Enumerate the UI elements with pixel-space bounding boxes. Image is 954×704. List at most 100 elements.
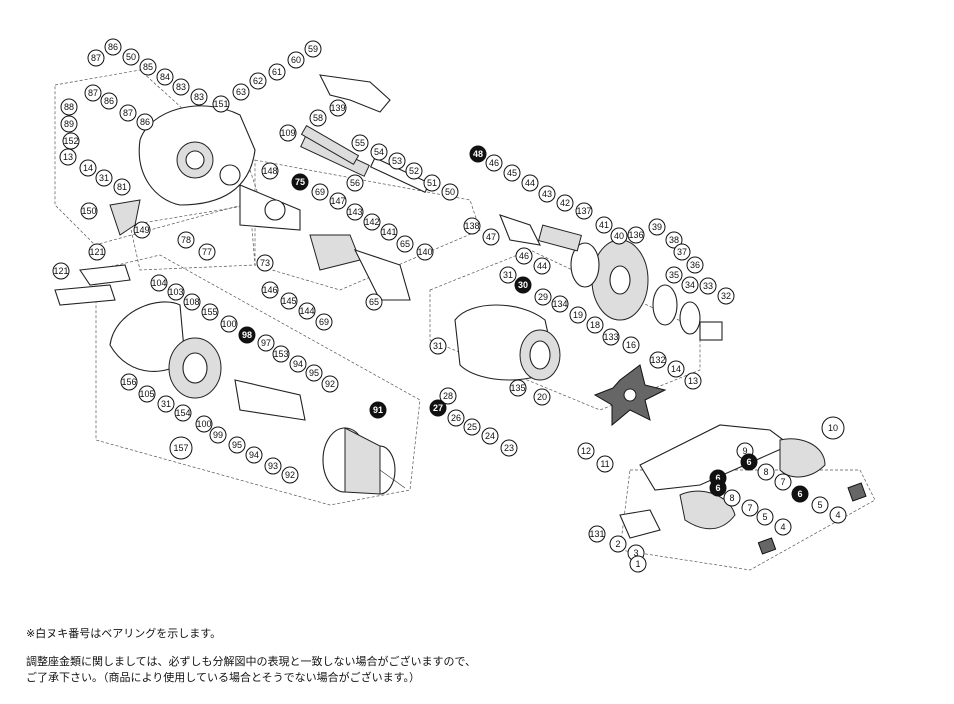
callout-number: 156 <box>121 377 136 387</box>
callout-33: 33 <box>699 277 717 295</box>
callout-89: 89 <box>60 115 78 133</box>
callout-circle <box>482 228 500 246</box>
callout-150: 150 <box>80 202 98 220</box>
callout-number: 16 <box>626 340 636 350</box>
callout-number: 99 <box>213 430 223 440</box>
callout-31: 31 <box>429 337 447 355</box>
callout-number: 89 <box>64 119 74 129</box>
callout-number: 34 <box>685 280 695 290</box>
callout-circle <box>52 262 70 280</box>
callout-55: 55 <box>351 134 369 152</box>
callout-circle <box>264 457 282 475</box>
callout-circle <box>289 355 307 373</box>
callout-number: 56 <box>350 178 360 188</box>
callout-circle <box>321 375 339 393</box>
callout-circle <box>463 217 481 235</box>
callout-circle <box>169 436 193 460</box>
callout-100: 100 <box>220 315 238 333</box>
callout-circle <box>261 162 279 180</box>
callout-circle <box>586 316 604 334</box>
callout-142: 142 <box>363 213 381 231</box>
callout-34: 34 <box>681 276 699 294</box>
callout-27: 27 <box>429 399 447 417</box>
callout-circle <box>429 399 447 417</box>
level-wind-parts <box>239 184 411 301</box>
callout-number: 142 <box>364 217 379 227</box>
callout-circle <box>228 436 246 454</box>
callout-number: 51 <box>427 178 437 188</box>
callout-85: 85 <box>139 58 157 76</box>
callout-number: 6 <box>746 457 751 467</box>
callout-circle <box>268 63 286 81</box>
callout-number: 152 <box>63 136 78 146</box>
callout-47: 47 <box>482 228 500 246</box>
callout-circle <box>396 235 414 253</box>
callout-circle <box>346 174 364 192</box>
notes: ※白ヌキ番号はベアリングを示します。 調整座金類に関しましては、必ずしも分解図中… <box>26 626 476 686</box>
callout-circle <box>172 78 190 96</box>
callout-number: 13 <box>688 376 698 386</box>
callout-81: 81 <box>113 178 131 196</box>
callout-circle <box>298 302 316 320</box>
callout-number: 133 <box>603 332 618 342</box>
callout-number: 97 <box>261 338 271 348</box>
callout-circle <box>627 226 645 244</box>
callout-number: 153 <box>273 349 288 359</box>
callout-number: 54 <box>374 147 384 157</box>
callout-number: 92 <box>285 470 295 480</box>
callout-number: 103 <box>168 287 183 297</box>
callout-number: 121 <box>53 266 68 276</box>
callout-138: 138 <box>463 217 481 235</box>
callout-14: 14 <box>79 159 97 177</box>
callout-number: 35 <box>669 270 679 280</box>
callout-48: 48 <box>469 145 487 163</box>
callout-circle <box>346 203 364 221</box>
callout-circle <box>684 372 702 390</box>
callout-circle <box>120 373 138 391</box>
callout-30: 30 <box>514 276 532 294</box>
callout-circle <box>423 174 441 192</box>
callout-number: 100 <box>221 319 236 329</box>
callout-146: 146 <box>261 281 279 299</box>
callout-circle <box>305 364 323 382</box>
callout-6: 6 <box>791 485 809 503</box>
callout-circle <box>741 499 759 517</box>
callout-number: 25 <box>467 422 477 432</box>
callout-8: 8 <box>723 489 741 507</box>
callout-circle <box>595 216 613 234</box>
callout-circle <box>757 463 775 481</box>
callout-number: 29 <box>538 292 548 302</box>
callout-58: 58 <box>309 109 327 127</box>
callout-56: 56 <box>346 174 364 192</box>
callout-number: 5 <box>817 500 822 510</box>
callout-92: 92 <box>281 466 299 484</box>
callout-circle <box>699 277 717 295</box>
callout-60: 60 <box>287 51 305 69</box>
callout-number: 151 <box>213 99 228 109</box>
callout-number: 47 <box>486 232 496 242</box>
callout-44: 44 <box>521 174 539 192</box>
callout-number: 63 <box>236 87 246 97</box>
callout-number: 78 <box>181 235 191 245</box>
callout-75: 75 <box>291 173 309 191</box>
callout-circle <box>183 293 201 311</box>
callout-circle <box>220 315 238 333</box>
callout-number: 86 <box>104 96 114 106</box>
callout-155: 155 <box>201 303 219 321</box>
callout-circle <box>370 143 388 161</box>
callout-26: 26 <box>447 409 465 427</box>
callout-39: 39 <box>648 218 666 236</box>
callout-number: 40 <box>614 231 624 241</box>
callout-circle <box>380 223 398 241</box>
callout-number: 6 <box>797 489 802 499</box>
callout-number: 23 <box>504 443 514 453</box>
callout-number: 65 <box>369 297 379 307</box>
callout-131: 131 <box>588 525 606 543</box>
callout-87: 87 <box>119 104 137 122</box>
callout-43: 43 <box>538 185 556 203</box>
callout-circle <box>463 418 481 436</box>
callout-number: 139 <box>330 103 345 113</box>
callout-circle <box>588 525 606 543</box>
